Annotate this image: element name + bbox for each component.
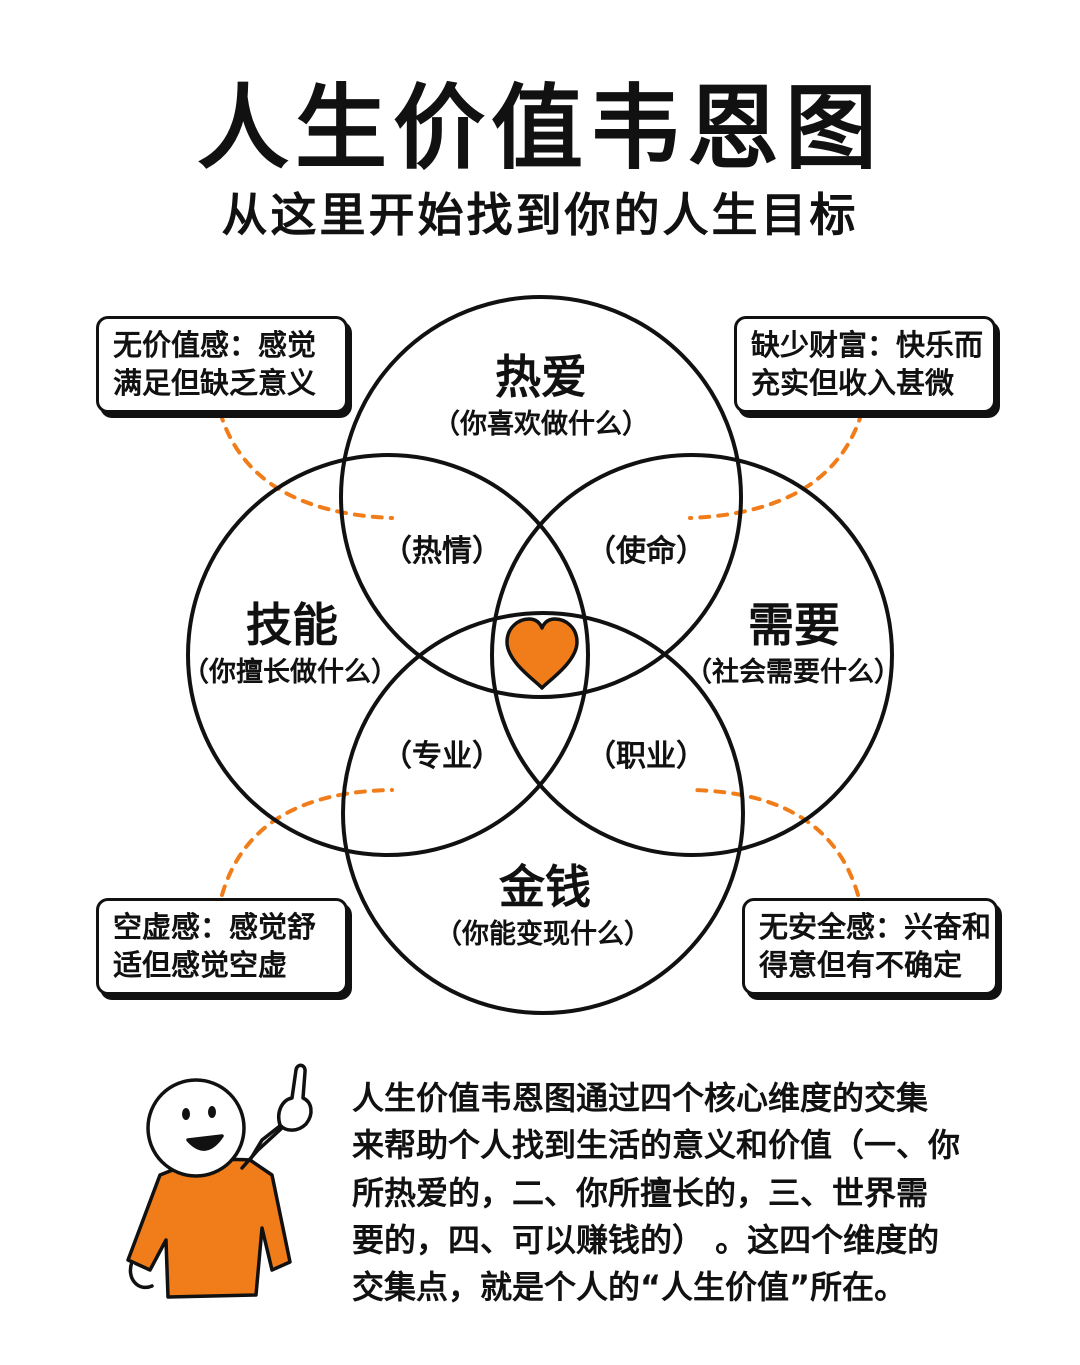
leader-line-bottom-right bbox=[690, 790, 858, 895]
callout-top-right-line: 缺少财富：快乐而 bbox=[751, 327, 983, 365]
overlap-mission: （使命） bbox=[566, 535, 726, 568]
callout-bottom-right-line: 得意但有不确定 bbox=[759, 947, 985, 985]
callout-bottom-right: 无安全感：兴奋和 得意但有不确定 bbox=[742, 898, 998, 995]
callout-top-left-line: 满足但缺乏意义 bbox=[113, 365, 335, 403]
circle-love-title: 热爱 bbox=[411, 352, 671, 403]
callout-top-left-line: 无价值感：感觉 bbox=[113, 327, 335, 365]
description-line: 要的，四、可以赚钱的） 。这四个维度的 bbox=[352, 1217, 992, 1264]
pointing-person-illustration bbox=[128, 1065, 311, 1297]
leader-line-bottom-left bbox=[222, 790, 392, 895]
callout-bottom-left-line: 适但感觉空虚 bbox=[113, 947, 335, 985]
callout-top-left: 无价值感：感觉 满足但缺乏意义 bbox=[96, 316, 348, 413]
circle-need-subtitle: （社会需要什么） bbox=[653, 658, 933, 688]
circle-money-subtitle: （你能变现什么） bbox=[403, 920, 683, 950]
circle-skill-subtitle: （你擅长做什么） bbox=[150, 658, 430, 688]
circle-need-title: 需要 bbox=[664, 600, 924, 651]
overlap-profession: （专业） bbox=[362, 740, 522, 773]
description-line: 来帮助个人找到生活的意义和价值（一、你 bbox=[352, 1122, 992, 1169]
circle-love-subtitle: （你喜欢做什么） bbox=[401, 410, 681, 440]
circle-money-title: 金钱 bbox=[415, 862, 675, 913]
circle-skill-title: 技能 bbox=[162, 600, 422, 651]
callout-bottom-left: 空虚感：感觉舒 适但感觉空虚 bbox=[96, 898, 348, 995]
overlap-passion: （热情） bbox=[362, 535, 522, 568]
callout-top-right-line: 充实但收入甚微 bbox=[751, 365, 983, 403]
leader-line-top-left bbox=[220, 412, 392, 518]
description-text: 人生价值韦恩图通过四个核心维度的交集 来帮助个人找到生活的意义和价值（一、你 所… bbox=[352, 1075, 992, 1312]
description-line: 人生价值韦恩图通过四个核心维度的交集 bbox=[352, 1075, 992, 1122]
description-line: 交集点，就是个人的“人生价值”所在。 bbox=[352, 1264, 992, 1311]
callout-bottom-right-line: 无安全感：兴奋和 bbox=[759, 909, 985, 947]
callout-top-right: 缺少财富：快乐而 充实但收入甚微 bbox=[734, 316, 996, 413]
callout-bottom-left-line: 空虚感：感觉舒 bbox=[113, 909, 335, 947]
description-line: 所热爱的，二、你所擅长的，三、世界需 bbox=[352, 1170, 992, 1217]
heart-icon bbox=[507, 619, 577, 688]
overlap-vocation: （职业） bbox=[566, 740, 726, 773]
leader-line-top-right bbox=[690, 412, 862, 518]
